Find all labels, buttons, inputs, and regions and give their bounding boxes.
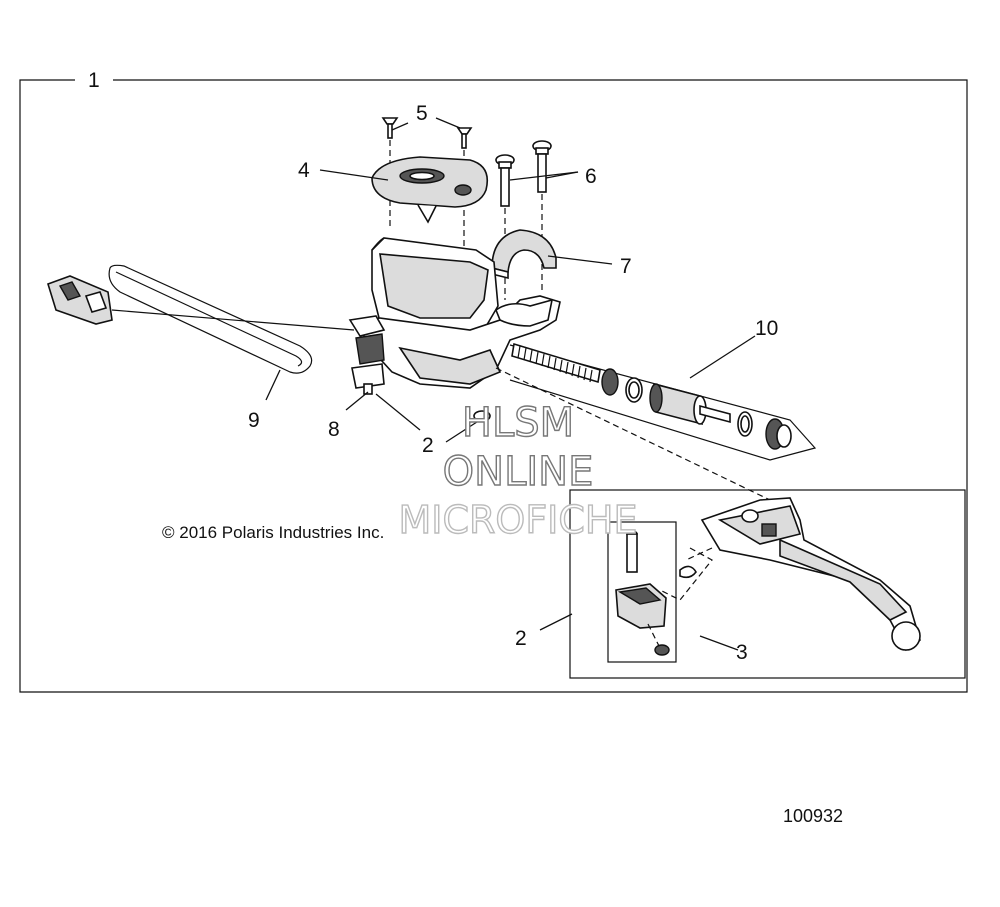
master-cylinder-body bbox=[354, 237, 561, 389]
part-8-brake-switch bbox=[348, 315, 386, 395]
callout-7: 7 bbox=[620, 255, 632, 278]
lever-assembly bbox=[495, 367, 921, 656]
watermark-line-3: MICROFICHE bbox=[398, 498, 637, 542]
callout-1: 1 bbox=[88, 69, 100, 92]
callout-3: 3 bbox=[736, 641, 748, 664]
callout-5: 5 bbox=[416, 102, 428, 125]
pivot-pin bbox=[626, 530, 638, 573]
watermark: HLSM ONLINE MICROFICHE bbox=[398, 399, 638, 542]
assembly-frame: 1 bbox=[19, 69, 968, 693]
part-9-harness bbox=[47, 264, 355, 374]
callout-9: 9 bbox=[248, 409, 260, 432]
callout-6: 6 bbox=[585, 165, 597, 188]
leader-lines bbox=[265, 117, 756, 651]
callout-4: 4 bbox=[298, 159, 310, 182]
drawing-number: 100932 bbox=[783, 806, 843, 826]
callout-2-inset: 2 bbox=[515, 627, 527, 650]
callouts: 5 4 6 7 10 9 8 2 2 3 bbox=[248, 102, 778, 664]
callout-8: 8 bbox=[328, 418, 340, 441]
spring bbox=[511, 342, 601, 384]
copyright-notice: © 2016 Polaris Industries Inc. bbox=[162, 523, 384, 542]
watermark-line-2: ONLINE bbox=[443, 449, 594, 495]
callout-10: 10 bbox=[755, 317, 778, 340]
inset-frame bbox=[569, 489, 966, 679]
watermark-line-1: HLSM bbox=[462, 400, 574, 446]
part-7-clamp bbox=[491, 229, 557, 280]
part-4-reservoir-cover bbox=[371, 156, 489, 224]
part-10-piston-kit bbox=[509, 342, 817, 461]
callout-2-main: 2 bbox=[422, 434, 434, 457]
part-2-oring bbox=[473, 410, 491, 422]
